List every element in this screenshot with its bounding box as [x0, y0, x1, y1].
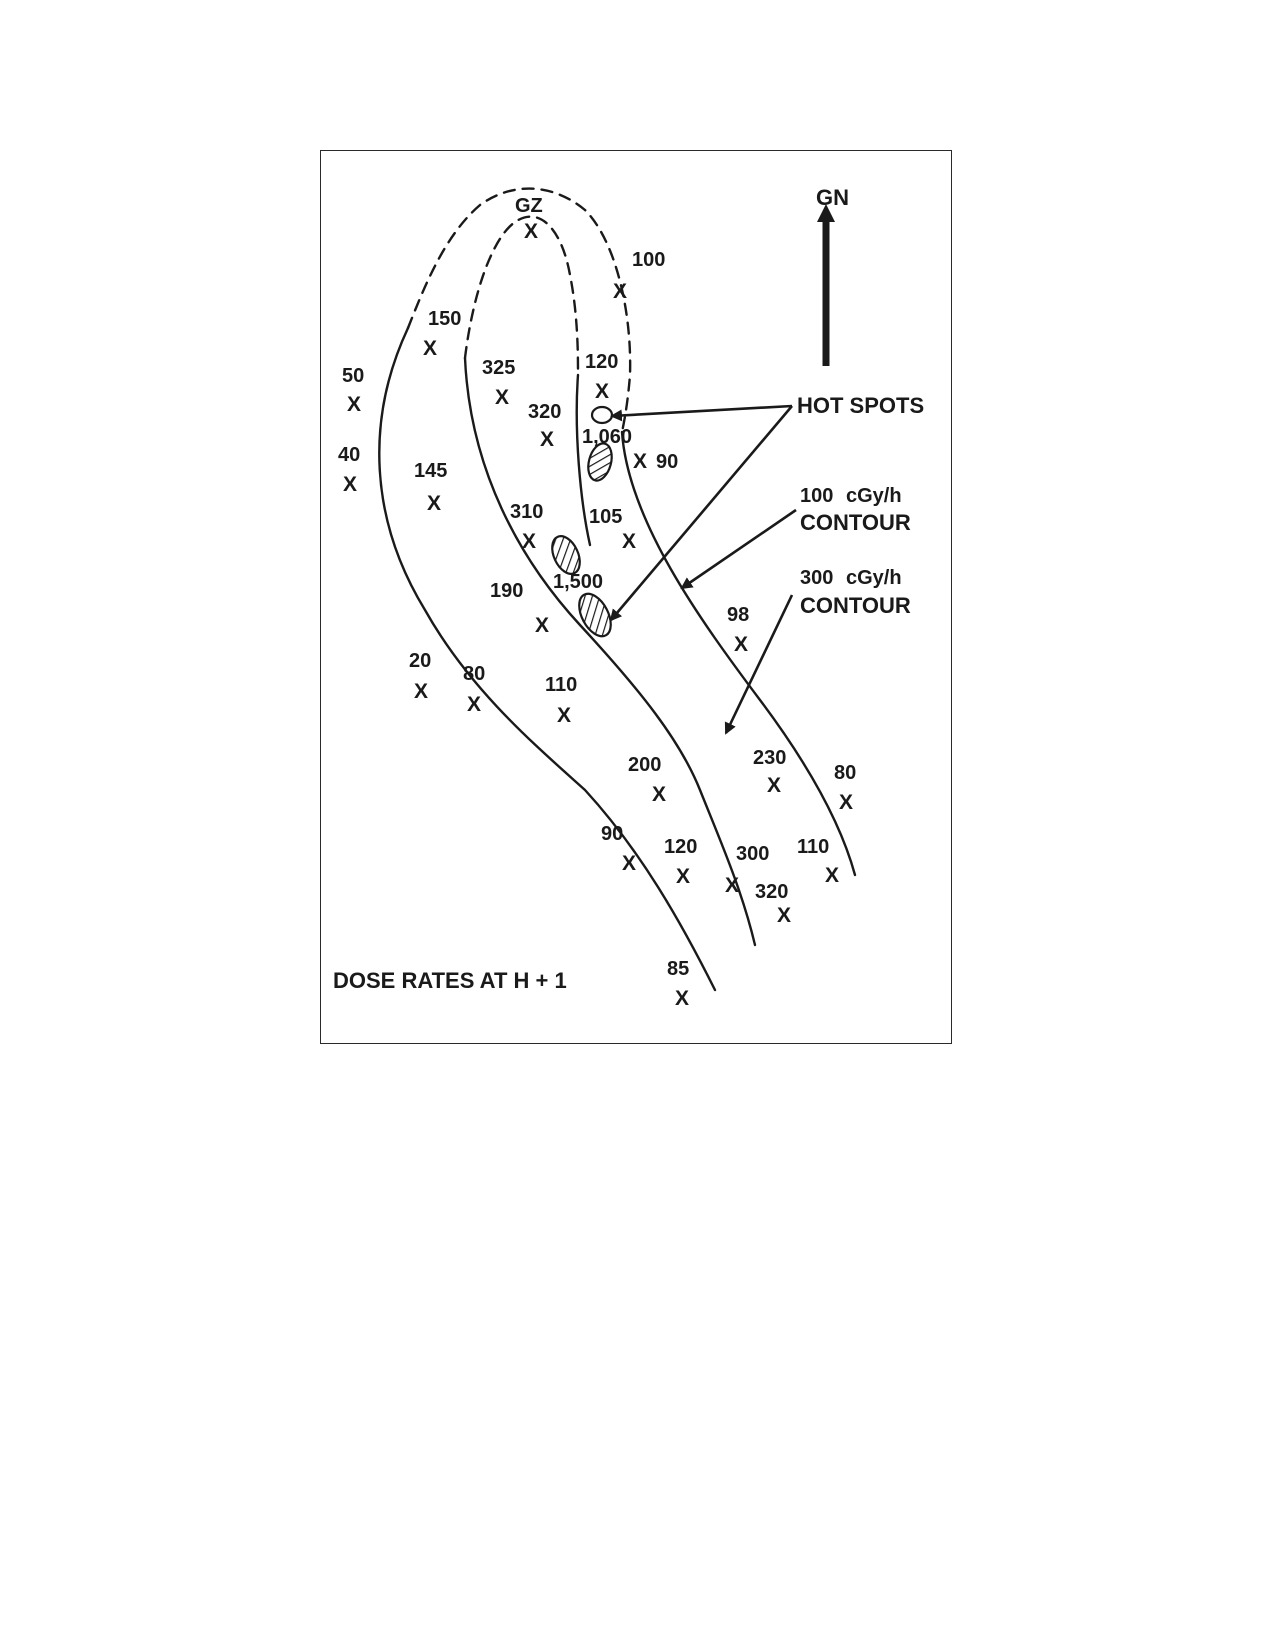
dose-reading-marker: X: [427, 492, 441, 515]
dose-reading-value: 1,500: [553, 571, 603, 593]
contour-300-word: CONTOUR: [800, 593, 911, 618]
contour-100-outer-leg: [378, 326, 717, 992]
dose-reading-value: 1,060: [582, 426, 632, 448]
dose-reading-marker: X: [622, 530, 636, 553]
dose-reading-marker: X: [676, 865, 690, 888]
dose-reading-marker: X: [495, 386, 509, 409]
hot-spot-lower-1: [551, 535, 581, 575]
dose-reading-marker: X: [675, 987, 689, 1010]
figure-frame: [320, 150, 952, 1044]
dose-reading-value: 98: [727, 604, 749, 626]
dose-reading-value: 100: [632, 249, 665, 271]
dose-reading-value: 85: [667, 958, 689, 980]
figure-caption: DOSE RATES AT H + 1: [333, 968, 567, 993]
contour-300-unit: cGy/h: [846, 567, 902, 589]
dose-reading-value: 320: [528, 401, 561, 423]
dose-reading-value: 150: [428, 308, 461, 330]
ground-zero-marker: X: [524, 220, 538, 243]
dose-reading-value: 90: [656, 451, 678, 473]
contour-100-inner-leg: [620, 430, 857, 877]
hot-spots-label: HOT SPOTS: [797, 393, 924, 418]
dose-reading-value: 190: [490, 580, 523, 602]
dose-reading-value: 80: [834, 762, 856, 784]
dose-reading-value: 120: [664, 836, 697, 858]
ground-zero-label: GZ: [515, 195, 543, 217]
contour-300-dashed-cap: [463, 215, 580, 377]
dose-reading-value: 200: [628, 754, 661, 776]
dose-reading-value: 40: [338, 444, 360, 466]
contour-300-inner-leg: [575, 373, 592, 547]
dose-reading-marker: X: [633, 450, 647, 473]
dose-reading-marker: X: [622, 852, 636, 875]
dose-reading-value: 310: [510, 501, 543, 523]
dose-reading-marker: X: [652, 783, 666, 806]
dose-reading-value: 300: [736, 843, 769, 865]
dose-reading-marker: X: [535, 614, 549, 637]
hot-spot-upper: [590, 405, 614, 425]
hot-spot-lower-2: [578, 592, 612, 638]
dose-reading-value: 90: [601, 823, 623, 845]
dose-reading-marker: X: [839, 791, 853, 814]
dose-reading-marker: X: [347, 393, 361, 416]
north-label: GN: [816, 185, 849, 210]
contour-100-word: CONTOUR: [800, 510, 911, 535]
dose-reading-value: 320: [755, 881, 788, 903]
dose-reading-value: 145: [414, 460, 447, 482]
contour-100-dashed-cap: [406, 187, 632, 434]
dose-reading-marker: X: [467, 693, 481, 716]
dose-reading-marker: X: [734, 633, 748, 656]
dose-reading-marker: X: [725, 874, 739, 897]
dose-reading-value: 20: [409, 650, 431, 672]
dose-reading-marker: X: [414, 680, 428, 703]
dose-reading-marker: X: [595, 380, 609, 403]
dose-reading-value: 325: [482, 357, 515, 379]
dose-reading-marker: X: [557, 704, 571, 727]
hot-spot-pointer-upper: [610, 404, 793, 422]
hot-spot-pointer-lower: [609, 405, 793, 622]
dose-reading-marker: X: [343, 473, 357, 496]
dose-reading-value: 120: [585, 351, 618, 373]
contour-100-pointer: [680, 508, 797, 590]
dose-reading-marker: X: [423, 337, 437, 360]
dose-reading-marker: X: [522, 530, 536, 553]
dose-reading-value: 80: [463, 663, 485, 685]
dose-reading-marker: X: [825, 864, 839, 887]
contour-300-value: 300: [800, 567, 833, 589]
dose-reading-value: 105: [589, 506, 622, 528]
hot-spot-upper-body: [587, 442, 613, 482]
contour-100-value: 100: [800, 485, 833, 507]
dose-reading-value: 50: [342, 365, 364, 387]
dose-reading-value: 110: [545, 674, 577, 696]
dose-reading-marker: X: [777, 904, 791, 927]
dose-reading-marker: X: [767, 774, 781, 797]
north-arrow-head: [817, 204, 835, 222]
contour-300-outer-leg: [463, 356, 757, 947]
dose-reading-value: 230: [753, 747, 786, 769]
dose-reading-marker: X: [540, 428, 554, 451]
contour-100-unit: cGy/h: [846, 485, 902, 507]
dose-reading-marker: X: [613, 280, 627, 303]
contour-300-pointer: [724, 594, 794, 735]
dose-reading-value: 110: [797, 836, 829, 858]
